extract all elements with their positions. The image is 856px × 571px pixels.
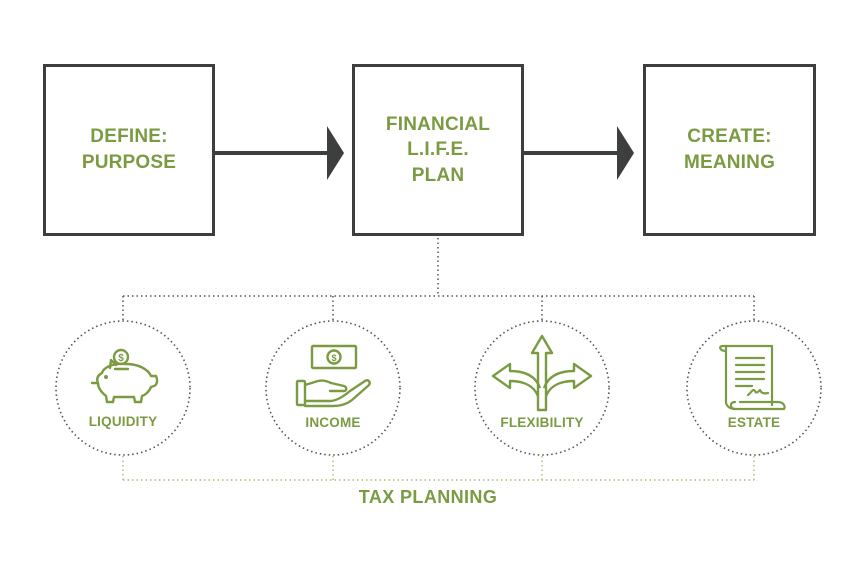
create-meaning-label: CREATE: MEANING bbox=[683, 126, 776, 173]
piggy-bank-icon: $ bbox=[90, 348, 159, 404]
arrow-plan-to-create bbox=[524, 126, 634, 180]
tax-planning-bracket bbox=[122, 456, 755, 481]
define-purpose-box: DEFINE: PURPOSE bbox=[43, 64, 215, 236]
liquidity-label: LIQUIDITY bbox=[88, 414, 158, 429]
income-label: INCOME bbox=[305, 415, 361, 430]
arrow-define-to-plan bbox=[215, 126, 344, 180]
arrows-split-icon bbox=[491, 334, 593, 412]
financial-life-plan-label: FINANCIAL L.I.F.E. PLAN bbox=[385, 113, 491, 186]
tree-connector bbox=[122, 238, 755, 321]
flexibility-circle bbox=[474, 320, 610, 456]
create-meaning-box: CREATE: MEANING bbox=[643, 64, 816, 236]
svg-text:$: $ bbox=[118, 353, 124, 364]
estate-label: ESTATE bbox=[727, 415, 781, 430]
define-purpose-label: DEFINE: PURPOSE bbox=[81, 126, 177, 173]
svg-text:$: $ bbox=[331, 353, 336, 363]
scroll-document-icon bbox=[719, 344, 786, 411]
flexibility-label: FLEXIBILITY bbox=[500, 415, 584, 430]
income-circle bbox=[265, 320, 401, 456]
hand-money-icon: $ bbox=[295, 344, 371, 408]
liquidity-circle bbox=[55, 320, 191, 456]
financial-life-plan-box: FINANCIAL L.I.F.E. PLAN bbox=[352, 64, 524, 236]
tax-planning-label: TAX PLANNING bbox=[358, 487, 498, 507]
estate-circle bbox=[686, 320, 822, 456]
